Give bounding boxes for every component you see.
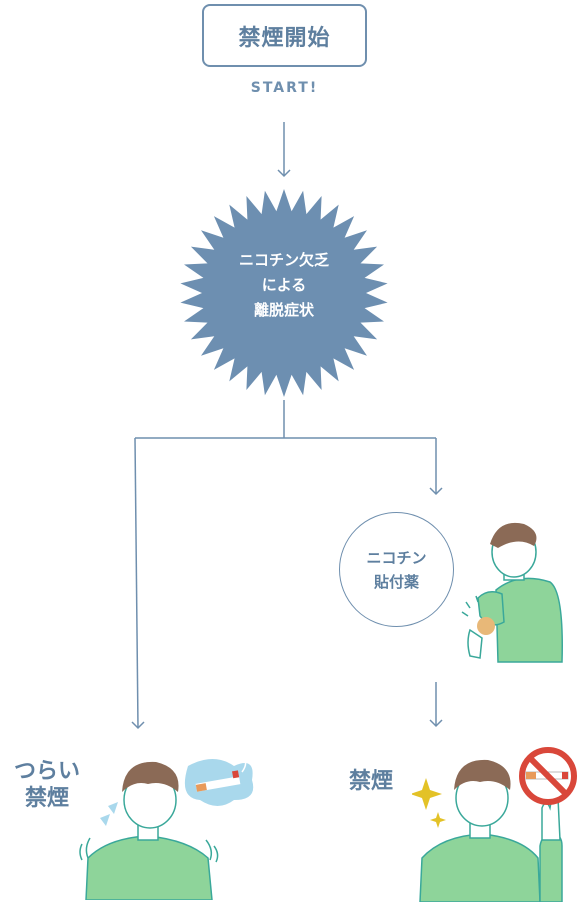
outcome-right-label: 禁煙 [348,769,393,794]
withdrawal-line-1: ニコチン欠乏 [238,251,329,269]
arrow-head [429,719,443,728]
withdrawal-label: ニコチン欠乏 による 離脱症状 [184,248,384,323]
withdrawal-line-3: 離脱症状 [253,301,314,319]
patch-line-2: 貼付薬 [373,572,419,591]
outcome-left-line-2: 禁煙 [24,786,69,811]
arrow-head [277,169,291,178]
start-title: 禁煙開始 [238,25,331,51]
nicotine-patch-node: ニコチン 貼付薬 [339,512,454,627]
outcome-left-line-1: つらい [13,759,80,784]
start-box: 禁煙開始 [202,4,367,67]
patch-line-1: ニコチン [366,548,427,567]
arrow-head [131,721,145,730]
withdrawal-starburst [180,189,388,397]
start-subtitle: START! [250,80,319,96]
struggling-man-illustration [79,757,254,900]
outcome-left-label: つらい 禁煙 [4,758,90,812]
successful-quit-illustration [412,747,577,902]
withdrawal-line-2: による [261,276,307,294]
arrow-head [429,487,443,496]
arrow-left-branch [134,437,139,729]
man-applying-patch-illustration [461,522,563,663]
